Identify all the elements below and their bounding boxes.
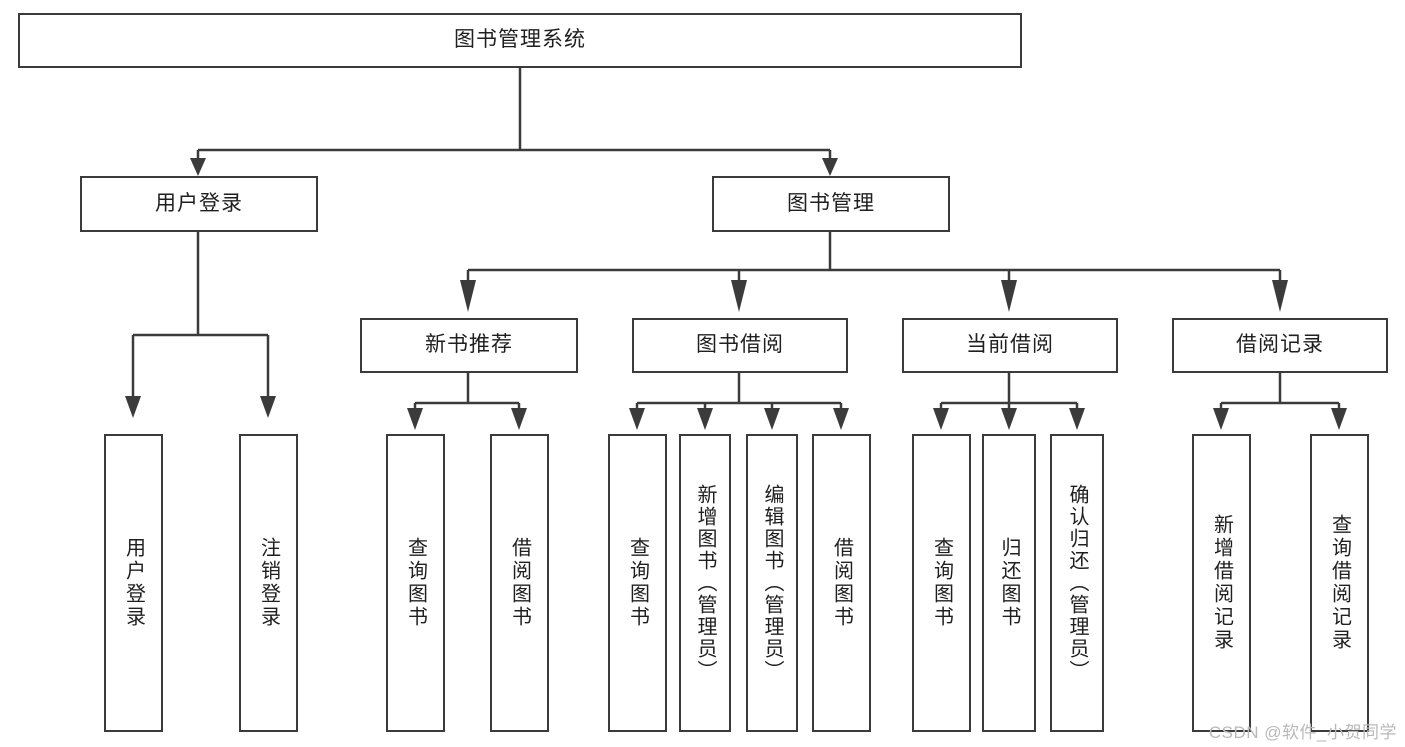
node-new-book-recommend[interactable]: 新书推荐 [360,318,578,373]
node-label: 确认归还（管理员） [1066,484,1088,682]
arrow-newbook-leaf2 [511,408,527,430]
leaf-currentborrow-query-book[interactable]: 查询图书 [912,434,971,732]
node-label: 用户登录 [122,537,145,629]
arrow-borrow-record [1272,280,1288,312]
leaf-logout[interactable]: 注销登录 [239,434,298,732]
arrow-book-borrow [731,280,747,312]
node-user-login[interactable]: 用户登录 [80,176,318,232]
node-label: 借阅图书 [830,537,853,629]
node-label: 图书管理系统 [454,28,586,52]
node-borrow-record[interactable]: 借阅记录 [1172,318,1388,373]
leaf-record-query-borrow-record[interactable]: 查询借阅记录 [1310,434,1369,732]
node-label: 查询图书 [626,537,649,629]
node-label: 借阅记录 [1236,333,1324,357]
arrow-bb-leaf1 [629,408,645,430]
arrow-rec-leaf2 [1331,408,1347,430]
leaf-newbook-query-book[interactable]: 查询图书 [386,434,445,732]
node-label: 图书管理 [787,191,875,215]
arrow-newbook-leaf1 [407,408,423,430]
leaf-newbook-borrow-book[interactable]: 借阅图书 [490,434,549,732]
leaf-bookborrow-edit-book-admin[interactable]: 编辑图书（管理员） [746,434,798,732]
arrow-book-mgmt [822,158,838,176]
node-label: 图书借阅 [696,333,784,357]
arrow-bb-leaf3 [764,408,780,430]
leaf-currentborrow-confirm-return-admin[interactable]: 确认归还（管理员） [1050,434,1104,732]
node-label: 查询借阅记录 [1328,514,1351,652]
node-label: 新书推荐 [425,333,513,357]
arrow-rec-leaf1 [1213,408,1229,430]
arrow-user-login [190,158,206,176]
leaf-record-add-borrow-record[interactable]: 新增借阅记录 [1192,434,1251,732]
node-label: 注销登录 [257,537,280,629]
leaf-bookborrow-add-book-admin[interactable]: 新增图书（管理员） [679,434,731,732]
node-label: 查询图书 [930,537,953,629]
arrow-current-borrow [1001,280,1017,312]
leaf-bookborrow-borrow-book[interactable]: 借阅图书 [812,434,871,732]
node-book-borrow[interactable]: 图书借阅 [632,318,848,373]
node-label: 新增图书（管理员） [694,484,716,682]
arrow-leaf-logout [260,396,276,418]
node-label: 查询图书 [404,537,427,629]
leaf-currentborrow-return-book[interactable]: 归还图书 [982,434,1036,732]
arrow-cb-leaf2 [1001,408,1017,430]
node-label: 归还图书 [998,537,1020,629]
arrow-bb-leaf4 [833,408,849,430]
node-root-book-management-system[interactable]: 图书管理系统 [18,13,1022,68]
node-label: 借阅图书 [508,537,531,629]
arrow-cb-leaf1 [933,408,949,430]
node-label: 编辑图书（管理员） [761,484,783,682]
node-current-borrow[interactable]: 当前借阅 [902,318,1118,373]
arrow-bb-leaf2 [697,408,713,430]
arrow-leaf-user-login [125,396,141,418]
node-label: 用户登录 [155,191,243,215]
arrow-cb-leaf3 [1069,408,1085,430]
leaf-bookborrow-query-book[interactable]: 查询图书 [608,434,667,732]
node-book-management[interactable]: 图书管理 [712,176,950,232]
node-label: 新增借阅记录 [1210,514,1233,652]
leaf-user-login[interactable]: 用户登录 [104,434,163,732]
arrow-new-book [460,280,476,312]
node-label: 当前借阅 [966,333,1054,357]
watermark-text: CSDN @软件_小贺同学 [1208,723,1397,742]
